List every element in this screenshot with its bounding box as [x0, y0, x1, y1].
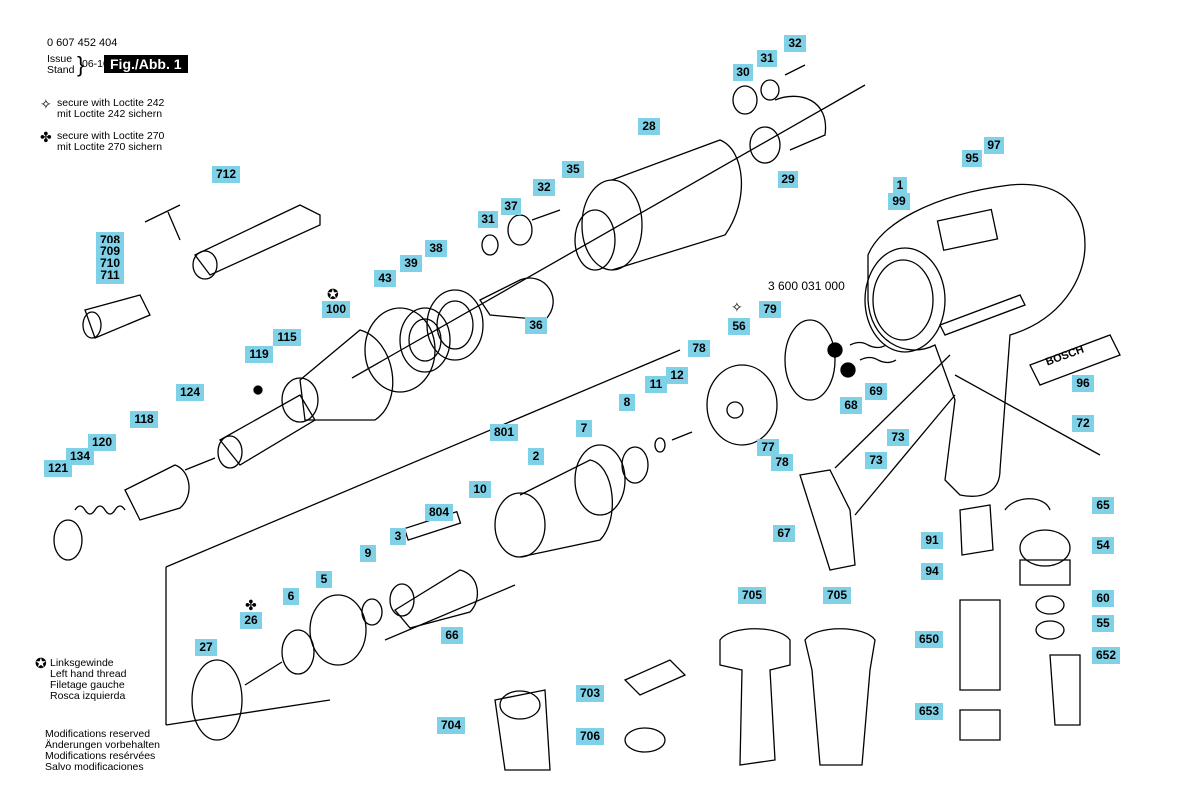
issue-date: 06-10-24: [82, 59, 124, 70]
part-ref-28: 28: [638, 118, 660, 135]
part-ref-72: 72: [1072, 415, 1094, 432]
part-ref-77: 77: [757, 439, 779, 456]
brace-symbol: }: [77, 52, 85, 77]
part-ref-100: 100: [322, 301, 350, 318]
part-ref-115: 115: [273, 329, 301, 346]
part-ref-120: 120: [88, 434, 116, 451]
part-ref-118: 118: [130, 411, 158, 428]
part-ref-91: 91: [921, 532, 943, 549]
bosch-badge-plate: [1029, 334, 1121, 386]
part-ref-36: 36: [525, 317, 547, 334]
figure-label: Fig./Abb. 1: [104, 55, 188, 73]
left-thread-icon: ✪: [35, 655, 47, 671]
part-ref-706: 706: [576, 728, 604, 745]
part-ref-6: 6: [283, 588, 299, 605]
part-ref-68: 68: [840, 397, 862, 414]
part-ref-134: 134: [66, 448, 94, 465]
part-ref-26: 26: [240, 612, 262, 629]
loctite-270-en: secure with Loctite 270: [57, 130, 165, 142]
part-ref-712: 712: [212, 166, 240, 183]
part-number: 0 607 452 404: [47, 37, 118, 49]
part-ref-11: 11: [645, 376, 667, 393]
part-ref-96: 96: [1072, 375, 1094, 392]
part-ref-650: 650: [915, 631, 943, 648]
loctite-242-en: secure with Loctite 242: [57, 97, 165, 109]
part-ref-69: 69: [865, 383, 887, 400]
loctite-242-icon-56: ✧: [731, 299, 743, 315]
left-thread-icon-100: ✪: [327, 286, 339, 302]
part-ref-73b: 73: [865, 452, 887, 469]
part-ref-32b: 32: [533, 179, 555, 196]
loctite-270-de: mit Loctite 270 sichern: [57, 141, 163, 153]
loctite-270-icon: ✤: [40, 129, 52, 145]
modifications-note-3: Modifications resérvées: [45, 750, 156, 762]
service-kit-number: 3 600 031 000: [768, 279, 845, 293]
part-ref-99: 99: [888, 193, 910, 210]
motor-cylinder: [574, 139, 743, 271]
part-ref-38: 38: [425, 240, 447, 257]
part-ref-653: 653: [915, 703, 943, 720]
part-ref-119: 119: [245, 346, 273, 363]
part-ref-27: 27: [195, 639, 217, 656]
part-ref-94: 94: [921, 563, 943, 580]
part-ref-3: 3: [390, 528, 406, 545]
part-ref-30: 30: [733, 64, 753, 81]
part-ref-1: 1: [893, 177, 907, 194]
left-thread-note-4: Rosca izquierda: [50, 690, 126, 702]
part-ref-32: 32: [784, 35, 806, 52]
loctite-242-de: mit Loctite 242 sichern: [57, 108, 163, 120]
frame-line-upper: [351, 84, 866, 379]
part-ref-124: 124: [176, 384, 204, 401]
part-ref-29: 29: [778, 171, 798, 188]
part-ref-35: 35: [562, 161, 584, 178]
part-ref-37: 37: [501, 198, 521, 215]
part-ref-121: 121: [44, 460, 72, 477]
left-thread-note-2: Left hand thread: [50, 668, 127, 680]
issue-label: Issue: [47, 53, 73, 65]
part-ref-43: 43: [374, 270, 396, 287]
part-ref-31b: 31: [478, 211, 498, 228]
part-ref-60: 60: [1092, 590, 1114, 607]
part-ref-8: 8: [619, 394, 635, 411]
modifications-note-1: Modifications reserved: [45, 728, 151, 740]
loctite-242-icon: ✧: [40, 96, 52, 112]
part-ref-12: 12: [666, 367, 688, 384]
part-ref-2: 2: [528, 448, 544, 465]
part-ref-79: 79: [759, 301, 781, 318]
part-ref-39: 39: [400, 255, 422, 272]
part-ref-652: 652: [1092, 647, 1120, 664]
loctite-270-icon-26: ✤: [245, 597, 257, 613]
part-ref-78b: 78: [771, 454, 793, 471]
part-ref-66: 66: [441, 627, 463, 644]
tool-housing: [864, 183, 1086, 497]
part-ref-95: 95: [962, 150, 982, 167]
part-ref-67: 67: [773, 525, 795, 542]
part-ref-703: 703: [576, 685, 604, 702]
part-ref-7: 7: [576, 420, 592, 437]
stand-label: Stand: [47, 64, 75, 76]
part-ref-801: 801: [490, 424, 518, 441]
part-ref-704: 704: [437, 717, 465, 734]
part-ref-78: 78: [688, 340, 710, 357]
left-thread-note-1: Linksgewinde: [50, 657, 114, 669]
part-ref-31: 31: [757, 50, 777, 67]
part-ref-65: 65: [1092, 497, 1114, 514]
modifications-note-2: Änderungen vorbehalten: [45, 739, 161, 751]
part-ref-804: 804: [425, 504, 453, 521]
part-ref-56: 56: [728, 318, 750, 335]
part-ref-711: 711: [96, 267, 124, 284]
part-ref-55: 55: [1092, 615, 1114, 632]
part-ref-5: 5: [316, 571, 332, 588]
part-ref-10: 10: [469, 481, 491, 498]
part-ref-9: 9: [360, 545, 376, 562]
left-thread-note-3: Filetage gauche: [50, 679, 125, 691]
part-ref-73: 73: [887, 429, 909, 446]
part-ref-705: 705: [738, 587, 766, 604]
part-ref-705b: 705: [823, 587, 851, 604]
part-ref-97: 97: [984, 137, 1004, 154]
modifications-note-4: Salvo modificaciones: [45, 761, 144, 773]
part-ref-54: 54: [1092, 537, 1114, 554]
